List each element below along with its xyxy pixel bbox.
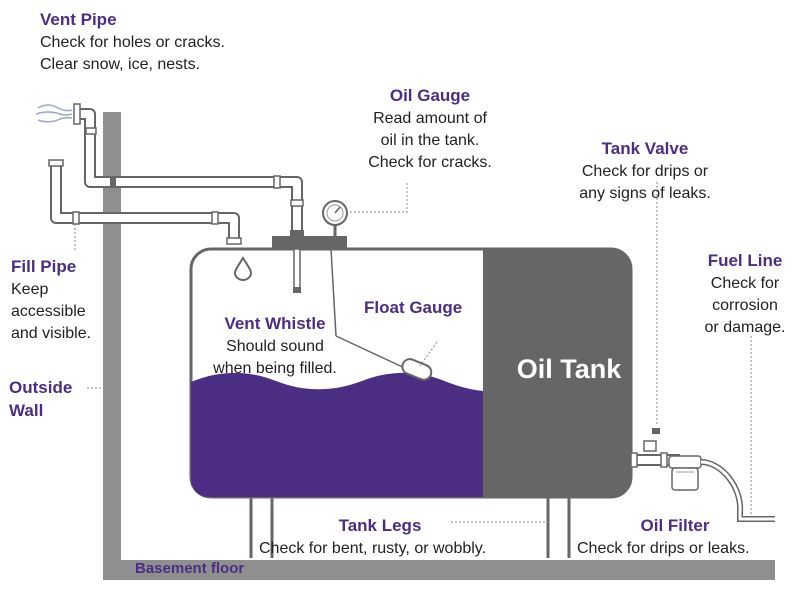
- vent-pipe-desc-1: Check for holes or cracks.: [40, 34, 225, 51]
- fill-pipe-desc-2: accessible: [11, 303, 86, 320]
- vent-pipe-title: Vent Pipe: [40, 10, 117, 29]
- vent-pipe-desc-2: Clear snow, ice, nests.: [40, 56, 201, 73]
- outside-wall-title-2: Wall: [9, 401, 44, 420]
- float-gauge-shape: [330, 248, 433, 381]
- fuel-line-title: Fuel Line: [707, 251, 783, 270]
- oil-gauge-icon: [322, 200, 348, 236]
- vent-whistle-desc-1: Should sound: [226, 338, 324, 355]
- tank-top-plate: [272, 236, 347, 249]
- tank-legs-desc-1: Check for bent, rusty, or wobbly.: [259, 540, 487, 557]
- tank-legs-title: Tank Legs: [338, 516, 422, 535]
- oil-gauge-desc-2: oil in the tank.: [380, 132, 480, 149]
- fuel-line-desc-3: or damage.: [704, 319, 786, 336]
- oil-filter-shape: [668, 455, 702, 491]
- oil-tank-body: [189, 247, 633, 499]
- wind-icon: [35, 104, 73, 123]
- vent-whistle-desc-2: when being filled.: [213, 360, 337, 377]
- tank-valve-title: Tank Valve: [601, 139, 689, 158]
- tank-legs-shape: [249, 497, 571, 558]
- oil-filter-desc-1: Check for drips or leaks.: [577, 540, 750, 557]
- oil-filter-title: Oil Filter: [640, 516, 710, 535]
- fill-pipe-shape: [48, 159, 242, 245]
- oil-tank-title: Oil Tank: [516, 354, 622, 384]
- outside-wall-structure: [103, 112, 775, 580]
- leader-lines: [74, 182, 752, 523]
- fuel-line-desc-1: Check for: [710, 275, 780, 292]
- fill-pipe-desc-1: Keep: [11, 281, 49, 298]
- oil-level: [191, 372, 483, 497]
- tank-valve-desc-1: Check for drips or: [581, 163, 709, 180]
- basement-floor-label: Basement floor: [135, 560, 245, 577]
- vent-whistle-title: Vent Whistle: [224, 314, 326, 333]
- vent-whistle-rod: [293, 248, 301, 293]
- vent-pipe-shape: [73, 103, 304, 236]
- fuel-line-shape: [700, 459, 775, 522]
- fuel-line-desc-2: corrosion: [712, 297, 778, 314]
- oil-gauge-desc-1: Read amount of: [373, 110, 487, 127]
- tank-valve-desc-2: any signs of leaks.: [579, 185, 711, 202]
- fill-pipe-title: Fill Pipe: [11, 257, 77, 276]
- oil-drop-icon: [233, 256, 253, 282]
- outside-wall-title-1: Outside: [9, 378, 73, 397]
- float-gauge-title: Float Gauge: [364, 298, 463, 317]
- oil-gauge-title: Oil Gauge: [389, 86, 471, 105]
- oil-gauge-desc-3: Check for cracks.: [368, 154, 492, 171]
- fill-pipe-desc-3: and visible.: [11, 325, 92, 342]
